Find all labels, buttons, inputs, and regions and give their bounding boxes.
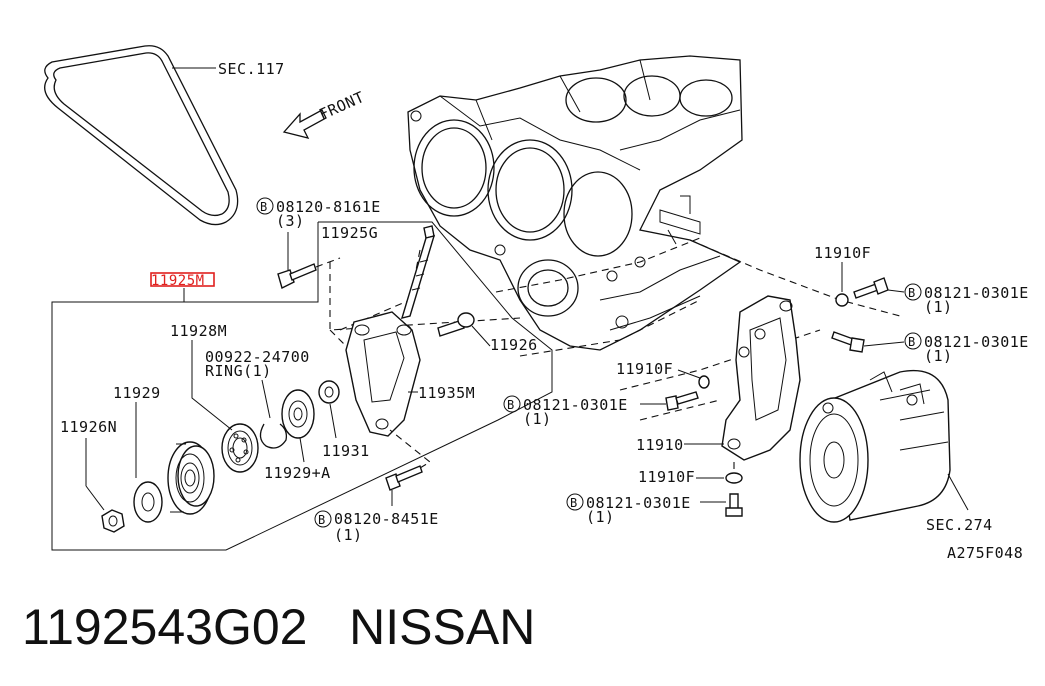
label-sec274: SEC.274 — [926, 516, 993, 534]
label-00922-24700: 00922-24700 — [205, 348, 310, 366]
bolt-08120-8161e — [277, 257, 341, 290]
leader-11926 — [471, 325, 491, 347]
bolt-marker-text: B — [260, 200, 268, 214]
label-08121-0301e-1: 08121-0301E — [924, 284, 1029, 302]
nut-11926n — [101, 509, 125, 533]
label-ring-1: RING(1) — [205, 362, 272, 380]
product-caption: 1192543G02 NISSAN — [22, 598, 535, 656]
bolt-marker-icon — [566, 493, 584, 511]
label-11925m: 11925M — [151, 273, 205, 289]
label-08121-0301e-2: 08121-0301E — [924, 333, 1029, 351]
label-11931: 11931 — [322, 442, 370, 460]
washer-11910f-top — [835, 293, 849, 307]
label-qty-1-a: (1) — [334, 526, 363, 544]
ring-00922-24700 — [259, 423, 288, 449]
label-11910f-mid: 11910F — [616, 360, 673, 378]
washer-11910f-mid — [698, 375, 710, 389]
label-sec117: SEC.117 — [218, 60, 285, 78]
bolt-marker-text: B — [570, 496, 578, 510]
label-11925g: 11925G — [321, 224, 378, 242]
label-qty-1-e: (1) — [586, 508, 615, 526]
stud-11925g — [400, 225, 436, 319]
label-11929: 11929 — [113, 384, 161, 402]
bolt-marker-text: B — [908, 335, 916, 349]
label-11926n: 11926N — [60, 418, 117, 436]
bolt-08121-0301e-4 — [725, 493, 743, 517]
label-11926: 11926 — [490, 336, 538, 354]
label-11935m: 11935M — [418, 384, 475, 402]
bolt-marker-icon — [256, 197, 274, 215]
bolt-marker-text: B — [318, 513, 326, 527]
washer-11931 — [318, 380, 340, 404]
label-11910: 11910 — [636, 436, 684, 454]
bolt-marker-icon — [904, 283, 922, 301]
exploded-parts-diagram: SEC.117 FRONT — [44, 45, 1029, 562]
bolt-08121-0301e-1 — [853, 277, 889, 299]
label-08120-8451e: 08120-8451E — [334, 510, 439, 528]
bearing-11928m — [221, 423, 259, 473]
front-arrow-icon — [282, 109, 327, 139]
label-08121-0301e-4: 08121-0301E — [586, 494, 691, 512]
leader-0301e-2 — [863, 341, 905, 347]
label-qty-3: (3) — [276, 212, 305, 230]
highlight-box — [150, 272, 215, 287]
bolt-marker-icon — [904, 332, 922, 350]
washer-plate — [133, 481, 163, 523]
bolt-marker-icon — [503, 395, 521, 413]
leader-11928m — [191, 340, 233, 431]
bolt-08121-0301e-2 — [831, 331, 865, 353]
figure-id: A275F048 — [947, 544, 1023, 562]
bolt-11926 — [437, 312, 475, 337]
plate-11929a — [281, 389, 315, 439]
bolt-08120-8451e — [385, 465, 423, 491]
ac-compressor — [799, 369, 951, 523]
label-front: FRONT — [316, 88, 367, 124]
bolt-marker-text: B — [908, 286, 916, 300]
leader-11929a — [299, 437, 305, 463]
drive-belt — [44, 45, 239, 226]
label-qty-1-d: (1) — [523, 410, 552, 428]
bracket-11910 — [721, 295, 801, 461]
brand-name: NISSAN — [349, 599, 536, 655]
engine-block — [407, 55, 743, 351]
bracket-11935m — [345, 311, 421, 437]
label-11910f-low: 11910F — [638, 468, 695, 486]
label-08121-0301e-3: 08121-0301E — [523, 396, 628, 414]
label-qty-1-b: (1) — [924, 298, 953, 316]
label-11928m: 11928M — [170, 322, 227, 340]
label-11910f-top: 11910F — [814, 244, 871, 262]
pulley-11929 — [167, 441, 215, 515]
leader-0301e-1 — [887, 289, 905, 293]
bolt-marker-icon — [314, 510, 332, 528]
label-08120-8161e: 08120-8161E — [276, 198, 381, 216]
assembly-outline — [51, 221, 553, 551]
leader-11926n-tip — [85, 485, 105, 511]
label-11929a: 11929+A — [264, 464, 331, 482]
leader-sec274 — [947, 473, 969, 511]
part-number: 1192543G02 — [22, 599, 308, 655]
leader-11910f-mid — [677, 369, 701, 379]
bolt-08121-0301e-3 — [665, 391, 699, 411]
leader-11931 — [329, 403, 337, 439]
bolt-marker-text: B — [507, 398, 515, 412]
washer-11910f-low — [725, 472, 743, 484]
label-qty-1-c: (1) — [924, 347, 953, 365]
leader-ring — [261, 379, 271, 419]
